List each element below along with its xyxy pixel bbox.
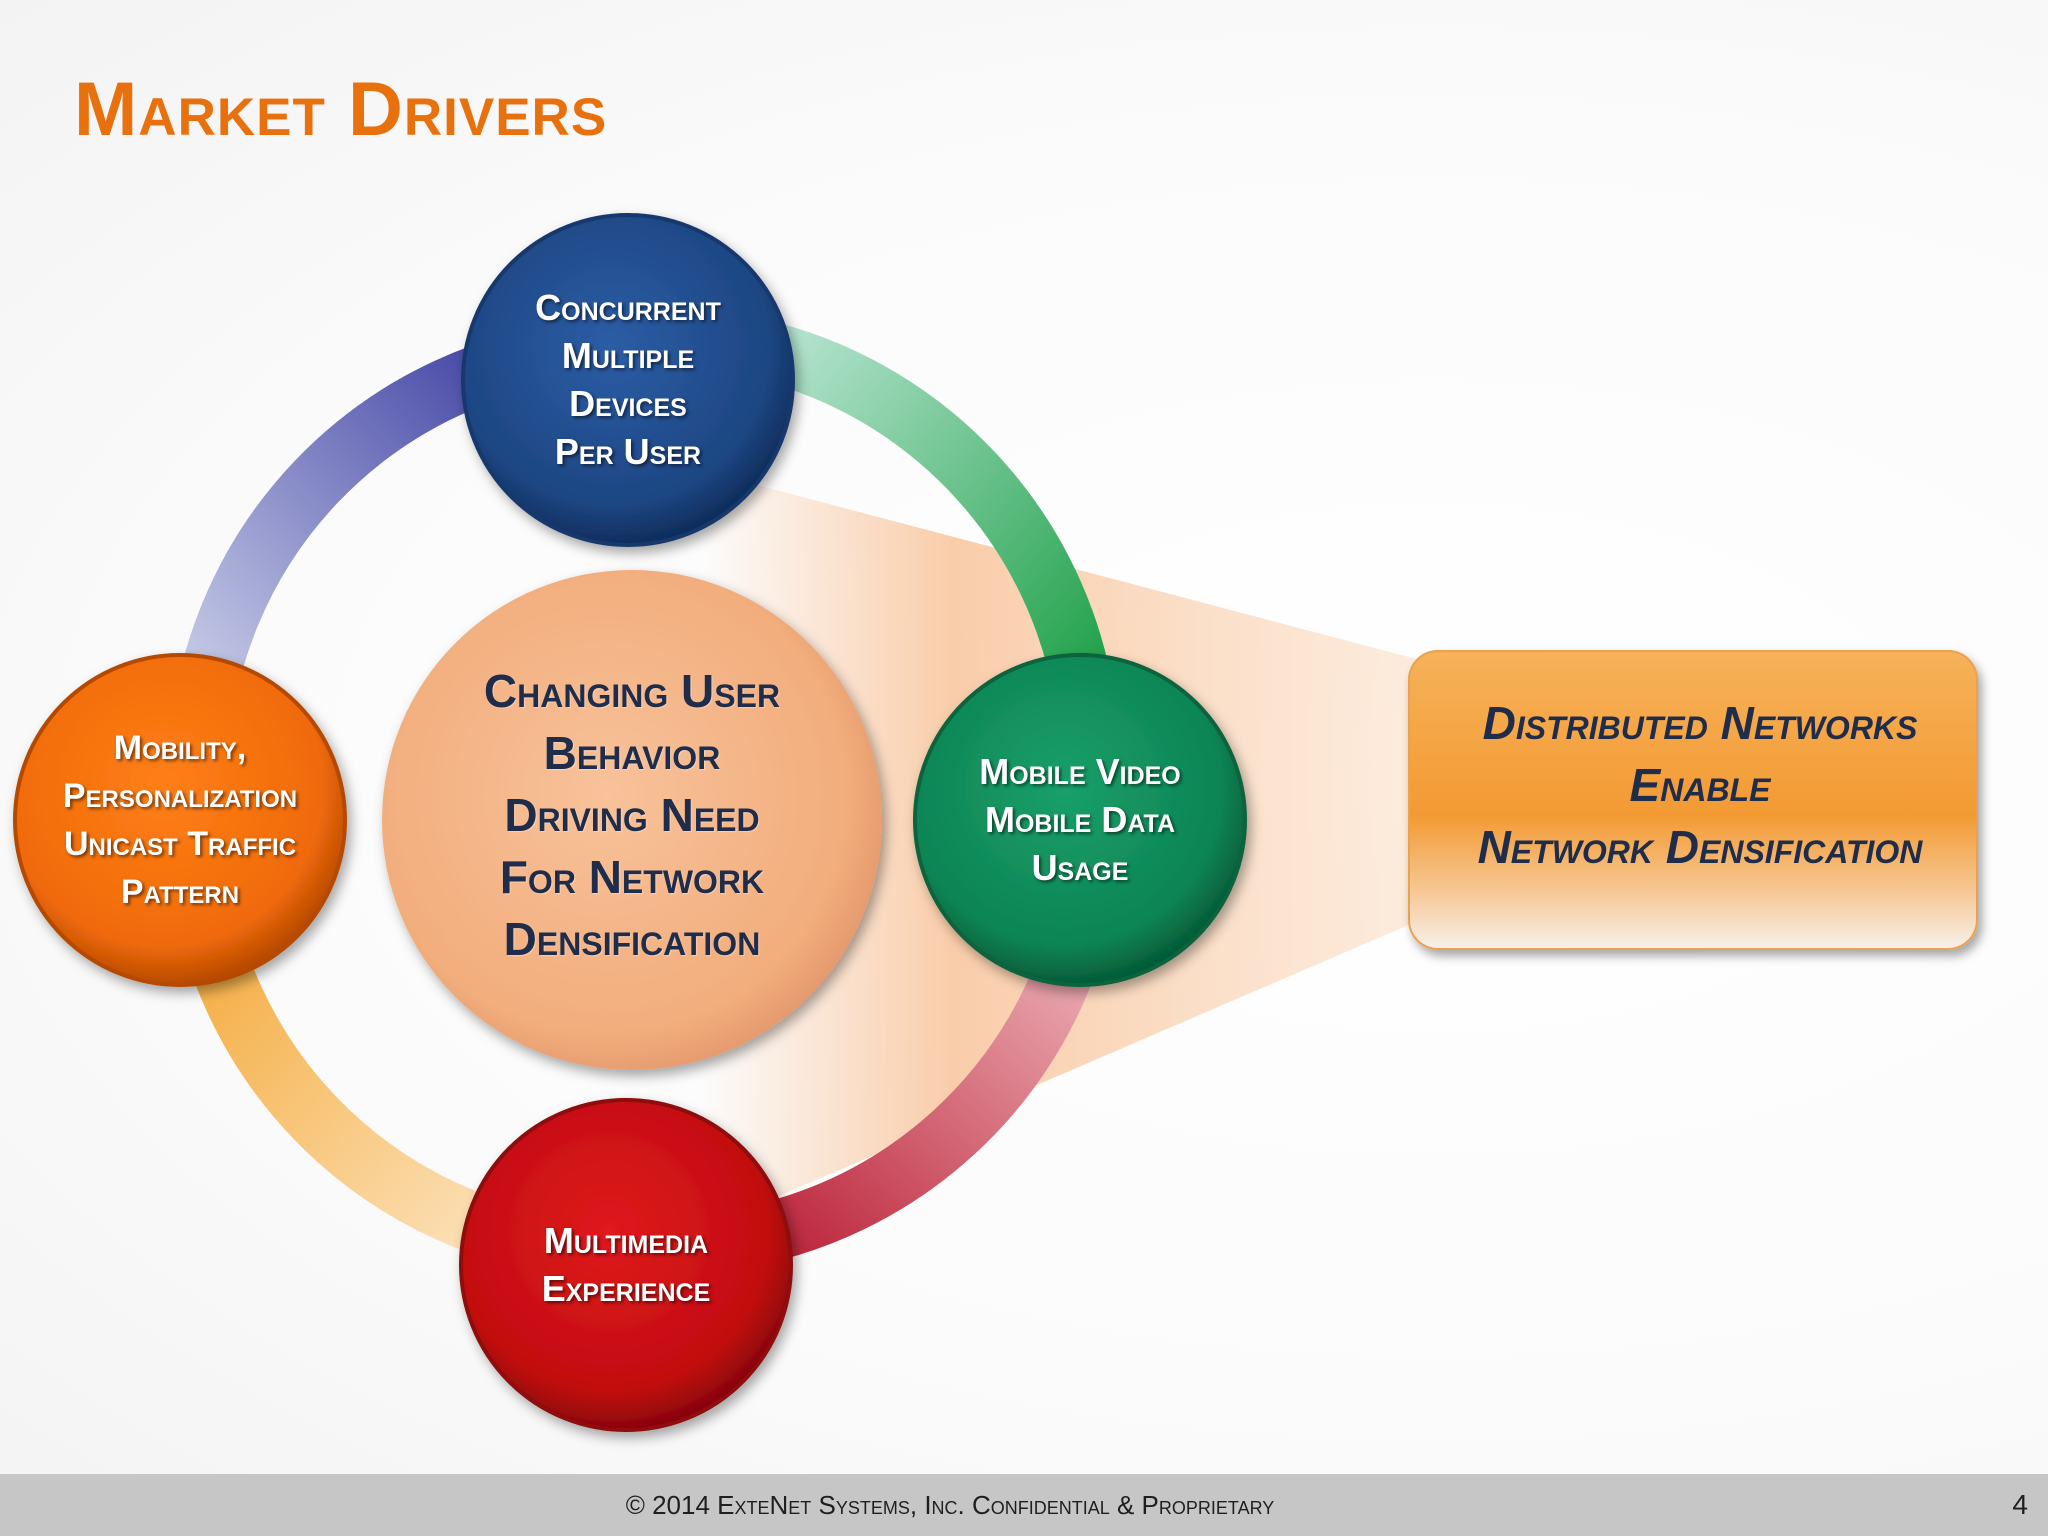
footer-copyright: © 2014 ExteNet Systems, Inc. Confidentia… [625, 1489, 1275, 1520]
callout-box [1408, 650, 1978, 950]
node-bottom-label: Multimedia Experience [541, 1220, 711, 1309]
node-left-circle [13, 653, 347, 987]
center-circle [382, 570, 882, 1070]
node-bottom-circle [459, 1098, 793, 1432]
footer-bar: © 2014 ExteNet Systems, Inc. Confidentia… [0, 1474, 2048, 1536]
callout-label: Distributed Networks Enable Network Dens… [1477, 697, 1923, 873]
page-number: 4 [2012, 1489, 2028, 1520]
slide-title: Market Drivers [74, 67, 608, 152]
node-top-label: Concurrent Multiple Devices Per User [535, 287, 721, 472]
node-right-label: Mobile Video Mobile Data Usage [979, 751, 1181, 888]
node-right-circle [913, 653, 1247, 987]
center-label: Changing User Behavior Driving Need For … [483, 665, 781, 965]
node-top-circle [461, 213, 795, 547]
node-left-label: Mobility, Personalization Unicast Traffi… [62, 729, 298, 911]
